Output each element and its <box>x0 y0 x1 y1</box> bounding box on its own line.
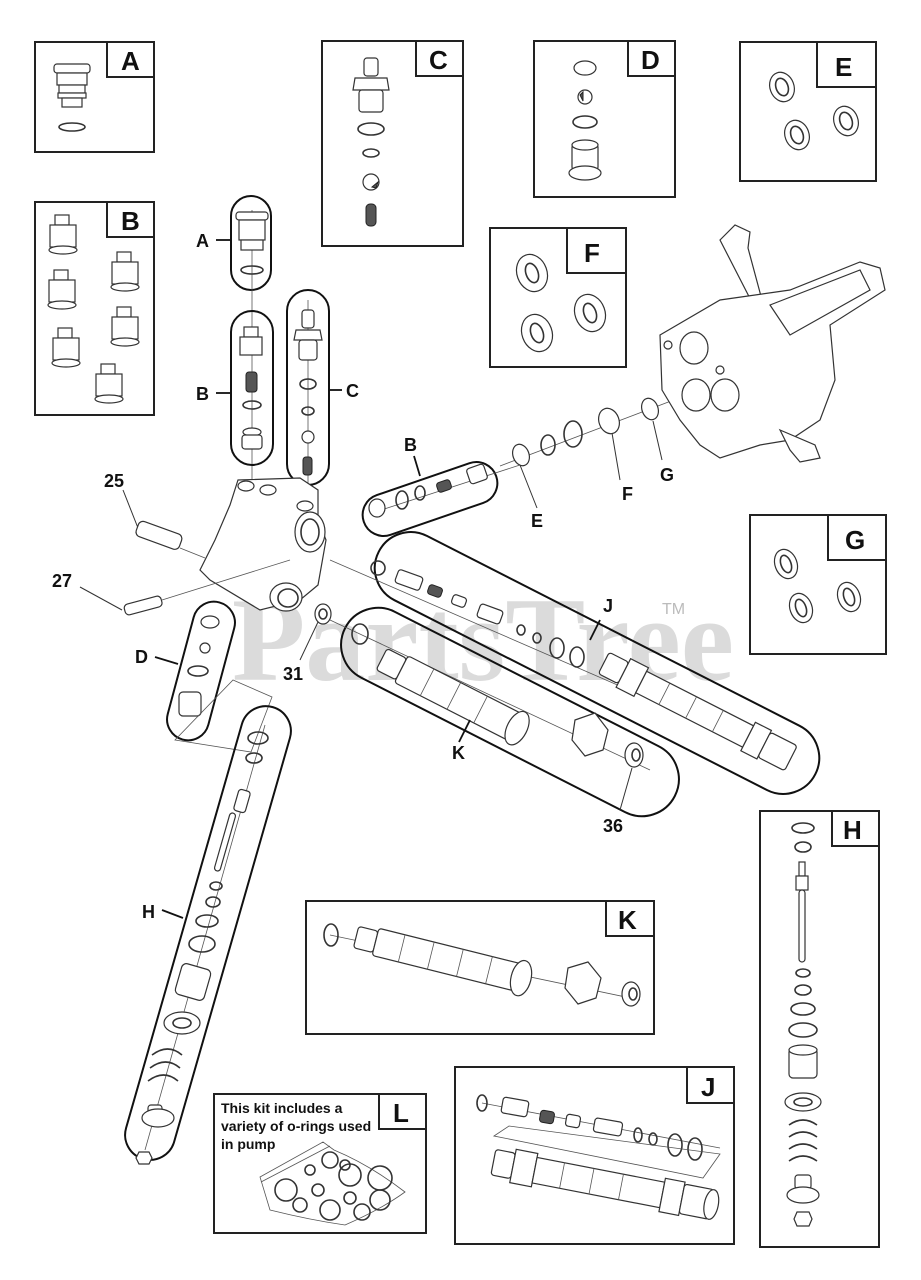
part-27-bolt[interactable] <box>79 559 291 616</box>
kit-box-b[interactable]: B <box>34 201 155 416</box>
kit-box-c[interactable]: C <box>321 40 464 247</box>
callout-g: G <box>660 465 674 485</box>
kit-box-j-label: J <box>701 1072 715 1102</box>
kit-box-f[interactable]: F <box>489 227 627 368</box>
unloader-fitting-icon <box>352 57 390 227</box>
kit-box-g[interactable]: G <box>749 514 887 655</box>
callout-e: E <box>531 511 543 531</box>
capsule-h[interactable] <box>119 700 297 1166</box>
outlet-fitting-icon <box>476 1094 721 1220</box>
check-valve-icon <box>568 60 602 181</box>
callout-f: F <box>622 484 633 504</box>
seal-rings-icon <box>773 548 862 624</box>
kit-box-l-label: L <box>393 1098 409 1128</box>
kit-box-k[interactable]: K <box>305 900 655 1035</box>
pump-housing[interactable] <box>659 224 886 463</box>
callout-d: D <box>135 647 148 667</box>
kit-l-note-line-1: This kit includes a <box>221 1100 343 1116</box>
callout-31: 31 <box>283 664 303 684</box>
unloader-piston-icon <box>784 822 822 1227</box>
capsule-j[interactable] <box>329 520 832 807</box>
valve-cage-icons <box>47 214 140 404</box>
kit-box-e[interactable]: E <box>739 41 877 182</box>
kit-box-h-label: H <box>843 815 862 845</box>
seal-chain[interactable] <box>499 389 701 468</box>
kit-box-d-label: D <box>641 45 660 75</box>
kit-box-b-label: B <box>121 206 140 236</box>
part-25-plug[interactable] <box>122 489 206 559</box>
callout-a: A <box>196 231 209 251</box>
manifold-body[interactable] <box>199 477 327 612</box>
plug-part-icon <box>53 63 91 132</box>
part-31-washer[interactable] <box>299 603 332 661</box>
kit-box-j[interactable]: J <box>454 1066 735 1245</box>
watermark-tm: TM <box>662 601 685 618</box>
inlet-filter-icon <box>323 923 641 1007</box>
callout-36: 36 <box>603 816 623 836</box>
kit-box-a-label: A <box>121 46 140 76</box>
seal-rings-icon <box>769 71 859 151</box>
capsule-a[interactable] <box>230 195 272 480</box>
callout-k: K <box>452 743 465 763</box>
kit-box-a[interactable]: A <box>34 41 155 153</box>
kit-l-note-line-2: variety of o-rings used <box>221 1118 371 1134</box>
capsule-k[interactable] <box>328 595 691 829</box>
capsule-b-side[interactable] <box>357 456 521 541</box>
kit-box-e-label: E <box>835 52 852 82</box>
callout-b-valve: B <box>196 384 209 404</box>
callout-j: J <box>603 596 613 616</box>
kit-box-f-label: F <box>584 238 600 268</box>
kit-box-g-label: G <box>845 525 865 555</box>
capsule-d[interactable] <box>162 597 239 745</box>
seal-washers-icon <box>515 253 607 353</box>
callout-25: 25 <box>104 471 124 491</box>
callout-27: 27 <box>52 571 72 591</box>
capsule-b[interactable] <box>230 310 274 466</box>
callout-b-side: B <box>404 435 417 455</box>
kit-box-l[interactable]: L This kit includes a variety of o-rings… <box>213 1093 427 1234</box>
o-ring-bag-icon <box>259 1141 406 1226</box>
kit-box-h[interactable]: H <box>759 810 880 1248</box>
kit-box-c-label: C <box>429 45 448 75</box>
kit-l-note-line-3: in pump <box>221 1136 275 1152</box>
callout-h: H <box>142 902 155 922</box>
kit-box-d[interactable]: D <box>533 40 676 198</box>
callout-c: C <box>346 381 359 401</box>
kit-box-k-label: K <box>618 905 637 935</box>
capsule-c[interactable] <box>286 289 330 510</box>
